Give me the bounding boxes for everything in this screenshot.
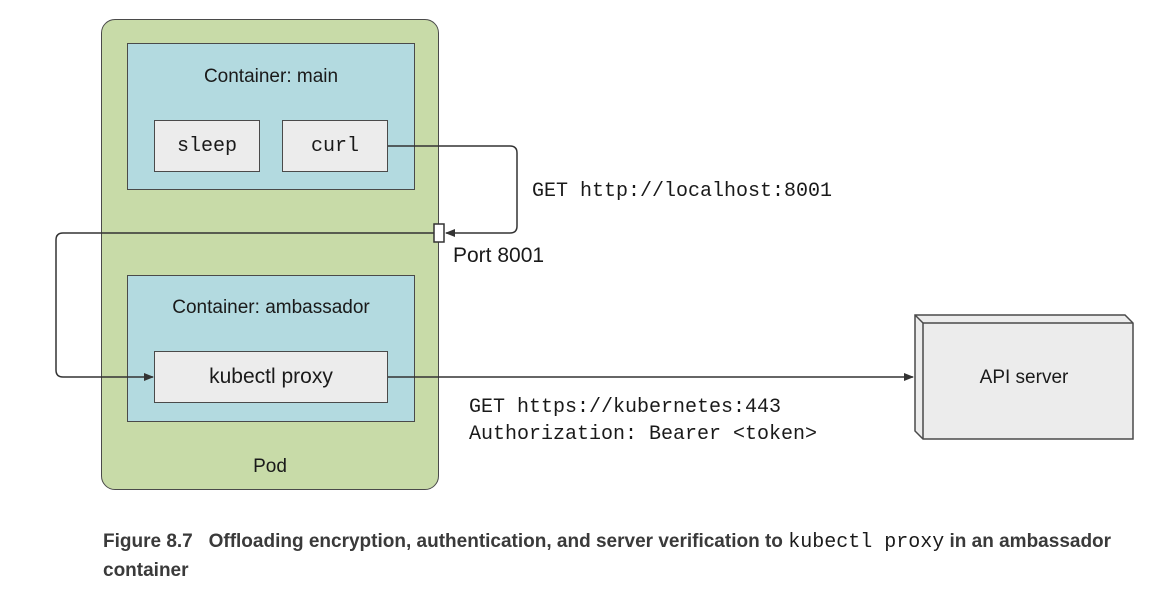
request-api-line1: GET https://kubernetes:443	[469, 396, 782, 419]
caption-code: kubectl proxy	[788, 531, 945, 554]
figure-caption: Figure 8.7 Offloading encryption, authen…	[103, 528, 1143, 585]
connector-port-to-proxy	[55, 232, 434, 381]
caption-prefix: Figure 8.7	[103, 531, 193, 552]
port-8001	[433, 223, 445, 243]
caption-text-before: Offloading encryption, authentication, a…	[208, 531, 783, 552]
request-api-line2: Authorization: Bearer <token>	[469, 423, 818, 446]
request-local-label: GET http://localhost:8001	[532, 180, 833, 203]
pod-label: Pod	[253, 456, 287, 477]
connector-curl-to-port	[388, 145, 518, 237]
port-label: Port 8001	[453, 244, 545, 267]
caption-text-after: in an ambassador container	[103, 531, 1112, 581]
api-server-label: API server	[979, 367, 1069, 388]
process-curl: curl	[282, 120, 388, 172]
process-sleep: sleep	[154, 120, 260, 172]
process-kubectl-proxy: kubectl proxy	[154, 351, 388, 403]
api-server-box	[914, 314, 1134, 440]
container-main-label: Container: main	[203, 66, 339, 87]
container-ambassador-label: Container: ambassador	[172, 297, 370, 318]
